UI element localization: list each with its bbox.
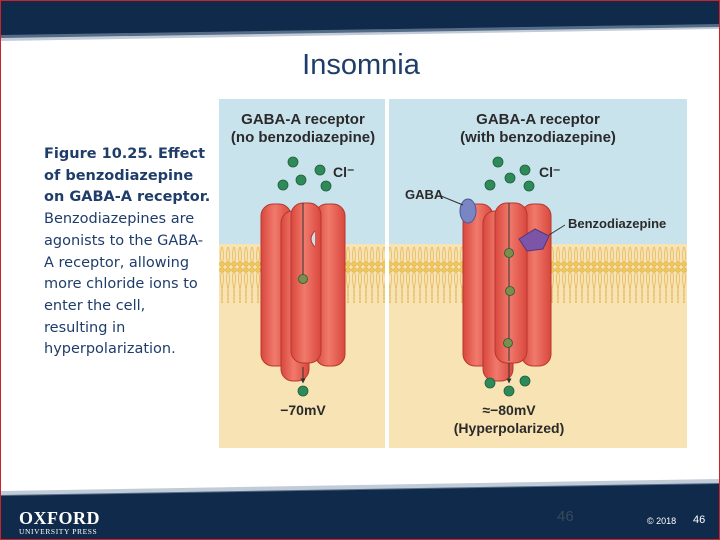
gaba-receptor-figure: GABA-A receptor (no benzodiazepine) bbox=[219, 99, 687, 448]
gaba-molecule bbox=[459, 198, 477, 224]
right-panel-title-line2: (with benzodiazepine) bbox=[460, 129, 616, 146]
oxford-logo: OXFORD UNIVERSITY PRESS bbox=[19, 509, 100, 536]
left-panel-title-line1: GABA-A receptor bbox=[241, 111, 365, 128]
caption-text: Benzodiazepines are agonists to the GABA… bbox=[44, 211, 204, 358]
left-panel-title-line2: (no benzodiazepine) bbox=[231, 129, 375, 146]
footer-band bbox=[1, 479, 719, 539]
caption-bold: Figure 10.25. Effect of benzodiazepine o… bbox=[44, 146, 211, 206]
benzodiazepine-label: Benzodiazepine bbox=[568, 216, 666, 231]
left-panel: GABA-A receptor (no benzodiazepine) bbox=[231, 111, 375, 418]
right-voltage-note: (Hyperpolarized) bbox=[454, 420, 564, 436]
oxford-logo-sub: UNIVERSITY PRESS bbox=[19, 527, 98, 536]
copyright-text: © 2018 bbox=[647, 516, 677, 526]
right-panel: GABA-A receptor (with benzodiazepine) GA… bbox=[405, 111, 666, 436]
right-exiting-ions bbox=[484, 375, 531, 397]
right-voltage: ≈−80mV bbox=[482, 402, 536, 418]
left-channel bbox=[260, 202, 346, 382]
right-chloride-ions bbox=[484, 156, 535, 348]
oxford-logo-word: OXFORD bbox=[19, 508, 100, 528]
left-voltage: −70mV bbox=[280, 402, 326, 418]
figure-caption: Figure 10.25. Effect of benzodiazepine o… bbox=[44, 144, 212, 361]
header-band bbox=[1, 1, 719, 41]
left-exiting-ion bbox=[297, 385, 309, 397]
slide-title: Insomnia bbox=[302, 49, 420, 81]
benzodiazepine-molecule bbox=[518, 228, 550, 252]
page-number: 46 bbox=[693, 514, 706, 526]
right-ion-label: Cl⁻ bbox=[539, 164, 560, 180]
right-panel-title-line1: GABA-A receptor bbox=[476, 111, 600, 128]
left-ion-label: Cl⁻ bbox=[333, 164, 354, 180]
gaba-label: GABA bbox=[405, 187, 444, 202]
left-chloride-ions bbox=[277, 156, 332, 284]
page-number-center: 46 bbox=[557, 508, 574, 525]
